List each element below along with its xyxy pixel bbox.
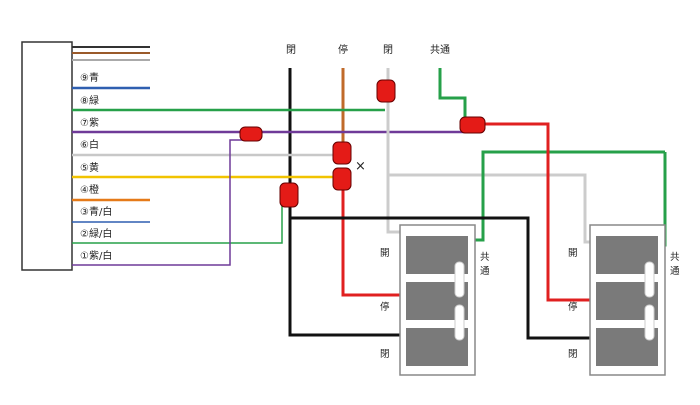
switch-left-common-label-2: 通 <box>480 266 490 277</box>
wire-harness-connector <box>21 41 73 271</box>
switch-right-stop-label: 停 <box>568 301 578 313</box>
wire-common-green-2 <box>470 150 665 242</box>
wire-close-white <box>386 68 598 244</box>
switch-right-common-label-1: 共 <box>670 252 680 263</box>
top-label-close-2: 閉 <box>383 44 393 56</box>
splice-connector-white <box>332 141 352 165</box>
wire-label-7: ⑦紫 <box>80 117 99 129</box>
unused-wire-mark: × <box>355 159 366 174</box>
switch-left-common-label-1: 共 <box>480 252 490 263</box>
top-label-common: 共通 <box>430 44 450 56</box>
splice-connector-green <box>376 79 396 103</box>
wire-label-list: ⑨青 ⑧緑 ⑦紫 ⑥白 ⑤黄 ④橙 ③青/白 ②緑/白 ①紫/白 <box>80 71 112 262</box>
splice-connector-purple <box>239 126 263 142</box>
splice-connector-yellow <box>332 167 352 191</box>
switch-right-close-label: 閉 <box>568 349 578 360</box>
wire-red-left <box>341 190 410 297</box>
wire-label-9: ⑨青 <box>80 71 99 84</box>
wire-label-1: ①紫/白 <box>80 249 112 262</box>
wire-label-6: ⑥白 <box>80 138 99 151</box>
splice-connector-common <box>459 116 486 134</box>
wire-red-right <box>485 122 598 302</box>
wire-label-2: ②緑/白 <box>80 227 112 240</box>
top-label-close-1: 閉 <box>286 44 296 56</box>
wire-2-green-white <box>72 200 283 244</box>
switch-left-close-label: 閉 <box>380 349 390 360</box>
wire-label-8: ⑧緑 <box>80 94 99 107</box>
switch-right-common-label-2: 通 <box>670 266 680 277</box>
switch-right <box>589 224 666 376</box>
wire-common-green <box>438 68 467 120</box>
wire-black-left-close <box>288 205 410 337</box>
wire-1-purple-white <box>72 139 246 266</box>
switch-left-open-label: 開 <box>380 248 390 259</box>
wire-white-left-switch <box>386 100 405 234</box>
wire-label-5: ⑤黄 <box>80 161 99 174</box>
switch-left-stop-label: 停 <box>380 301 390 313</box>
switch-left <box>399 224 476 376</box>
wire-label-3: ③青/白 <box>80 205 112 218</box>
top-label-stop: 停 <box>338 43 348 56</box>
wire-black-right-close <box>290 216 598 340</box>
wire-label-4: ④橙 <box>80 183 99 196</box>
splice-connector-black <box>279 182 299 208</box>
switch-right-open-label: 開 <box>568 248 578 259</box>
